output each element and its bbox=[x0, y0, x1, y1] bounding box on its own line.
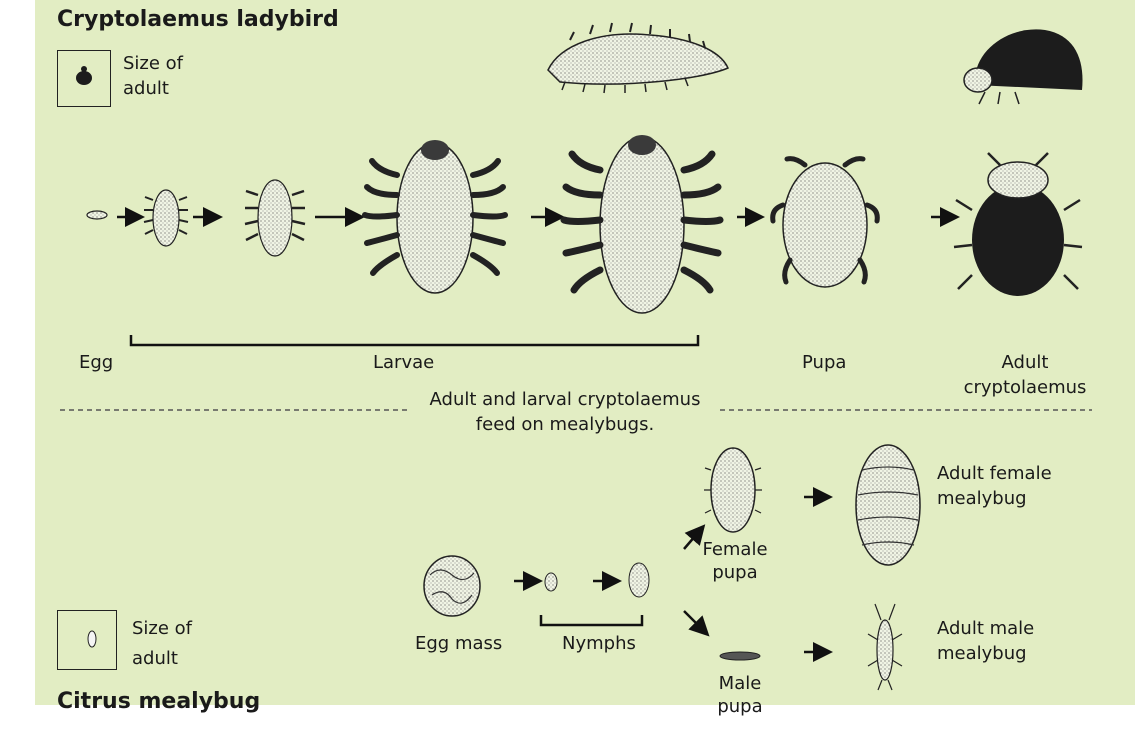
ladybird-title: Cryptolaemus ladybird bbox=[57, 8, 339, 31]
stage-label-adult-female-line2: mealybug bbox=[937, 487, 1027, 510]
stage-label-egg: Egg bbox=[79, 351, 113, 374]
ladybird-pupa-icon bbox=[773, 159, 878, 287]
mealybug-nymph1-icon bbox=[545, 573, 557, 591]
stage-label-adult-female-line1: Adult female bbox=[937, 462, 1052, 485]
adult-female-mealybug-icon bbox=[856, 445, 920, 565]
adult-ladybird-icon bbox=[954, 153, 1082, 296]
larva-stage2-icon bbox=[245, 180, 305, 256]
stage-label-egg-mass: Egg mass bbox=[415, 632, 502, 655]
stage-label-male-pupa-line2: pupa bbox=[700, 695, 780, 718]
mealybug-female-pupa-icon bbox=[704, 448, 762, 532]
mealybug-size-label-line2: adult bbox=[132, 647, 178, 670]
divider-note-line2: feed on mealybugs. bbox=[415, 413, 715, 436]
stage-label-larvae: Larvae bbox=[373, 351, 434, 374]
stage-label-female-pupa-line2: pupa bbox=[695, 561, 775, 584]
larvae-bracket bbox=[131, 335, 698, 345]
stage-label-male-pupa-line1: Male bbox=[700, 672, 780, 695]
beetle-side-view-icon bbox=[964, 29, 1083, 104]
nymphs-bracket bbox=[541, 615, 642, 625]
mealybug-title: Citrus mealybug bbox=[57, 690, 260, 713]
mealybug-nymph2-icon bbox=[629, 563, 649, 597]
larva-stage1-icon bbox=[144, 190, 188, 246]
mealybug-egg-mass-icon bbox=[424, 556, 480, 616]
mealybug-male-pupa-icon bbox=[720, 652, 760, 660]
arrow-icon bbox=[684, 611, 706, 633]
mealybug-size-box bbox=[57, 610, 117, 670]
ladybird-size-label-line2: adult bbox=[123, 77, 169, 100]
stage-label-adult-line1: Adult bbox=[965, 351, 1085, 374]
larva-side-view-icon bbox=[548, 23, 728, 93]
stage-label-adult-male-line2: mealybug bbox=[937, 642, 1027, 665]
ladybird-size-label-line1: Size of bbox=[123, 52, 183, 75]
ladybird-size-box bbox=[57, 50, 111, 107]
stage-label-adult-line2: cryptolaemus bbox=[955, 376, 1095, 399]
stage-label-pupa: Pupa bbox=[802, 351, 846, 374]
stage-label-nymphs: Nymphs bbox=[562, 632, 636, 655]
adult-male-mealybug-icon bbox=[868, 604, 902, 690]
stage-label-female-pupa-line1: Female bbox=[695, 538, 775, 561]
divider-note-line1: Adult and larval cryptolaemus bbox=[415, 388, 715, 411]
mealybug-size-label-line1: Size of bbox=[132, 617, 192, 640]
stage-label-adult-male-line1: Adult male bbox=[937, 617, 1034, 640]
ladybird-egg-icon bbox=[87, 211, 107, 219]
larva-stage3-icon bbox=[365, 140, 505, 293]
larva-stage4-icon bbox=[564, 135, 720, 313]
